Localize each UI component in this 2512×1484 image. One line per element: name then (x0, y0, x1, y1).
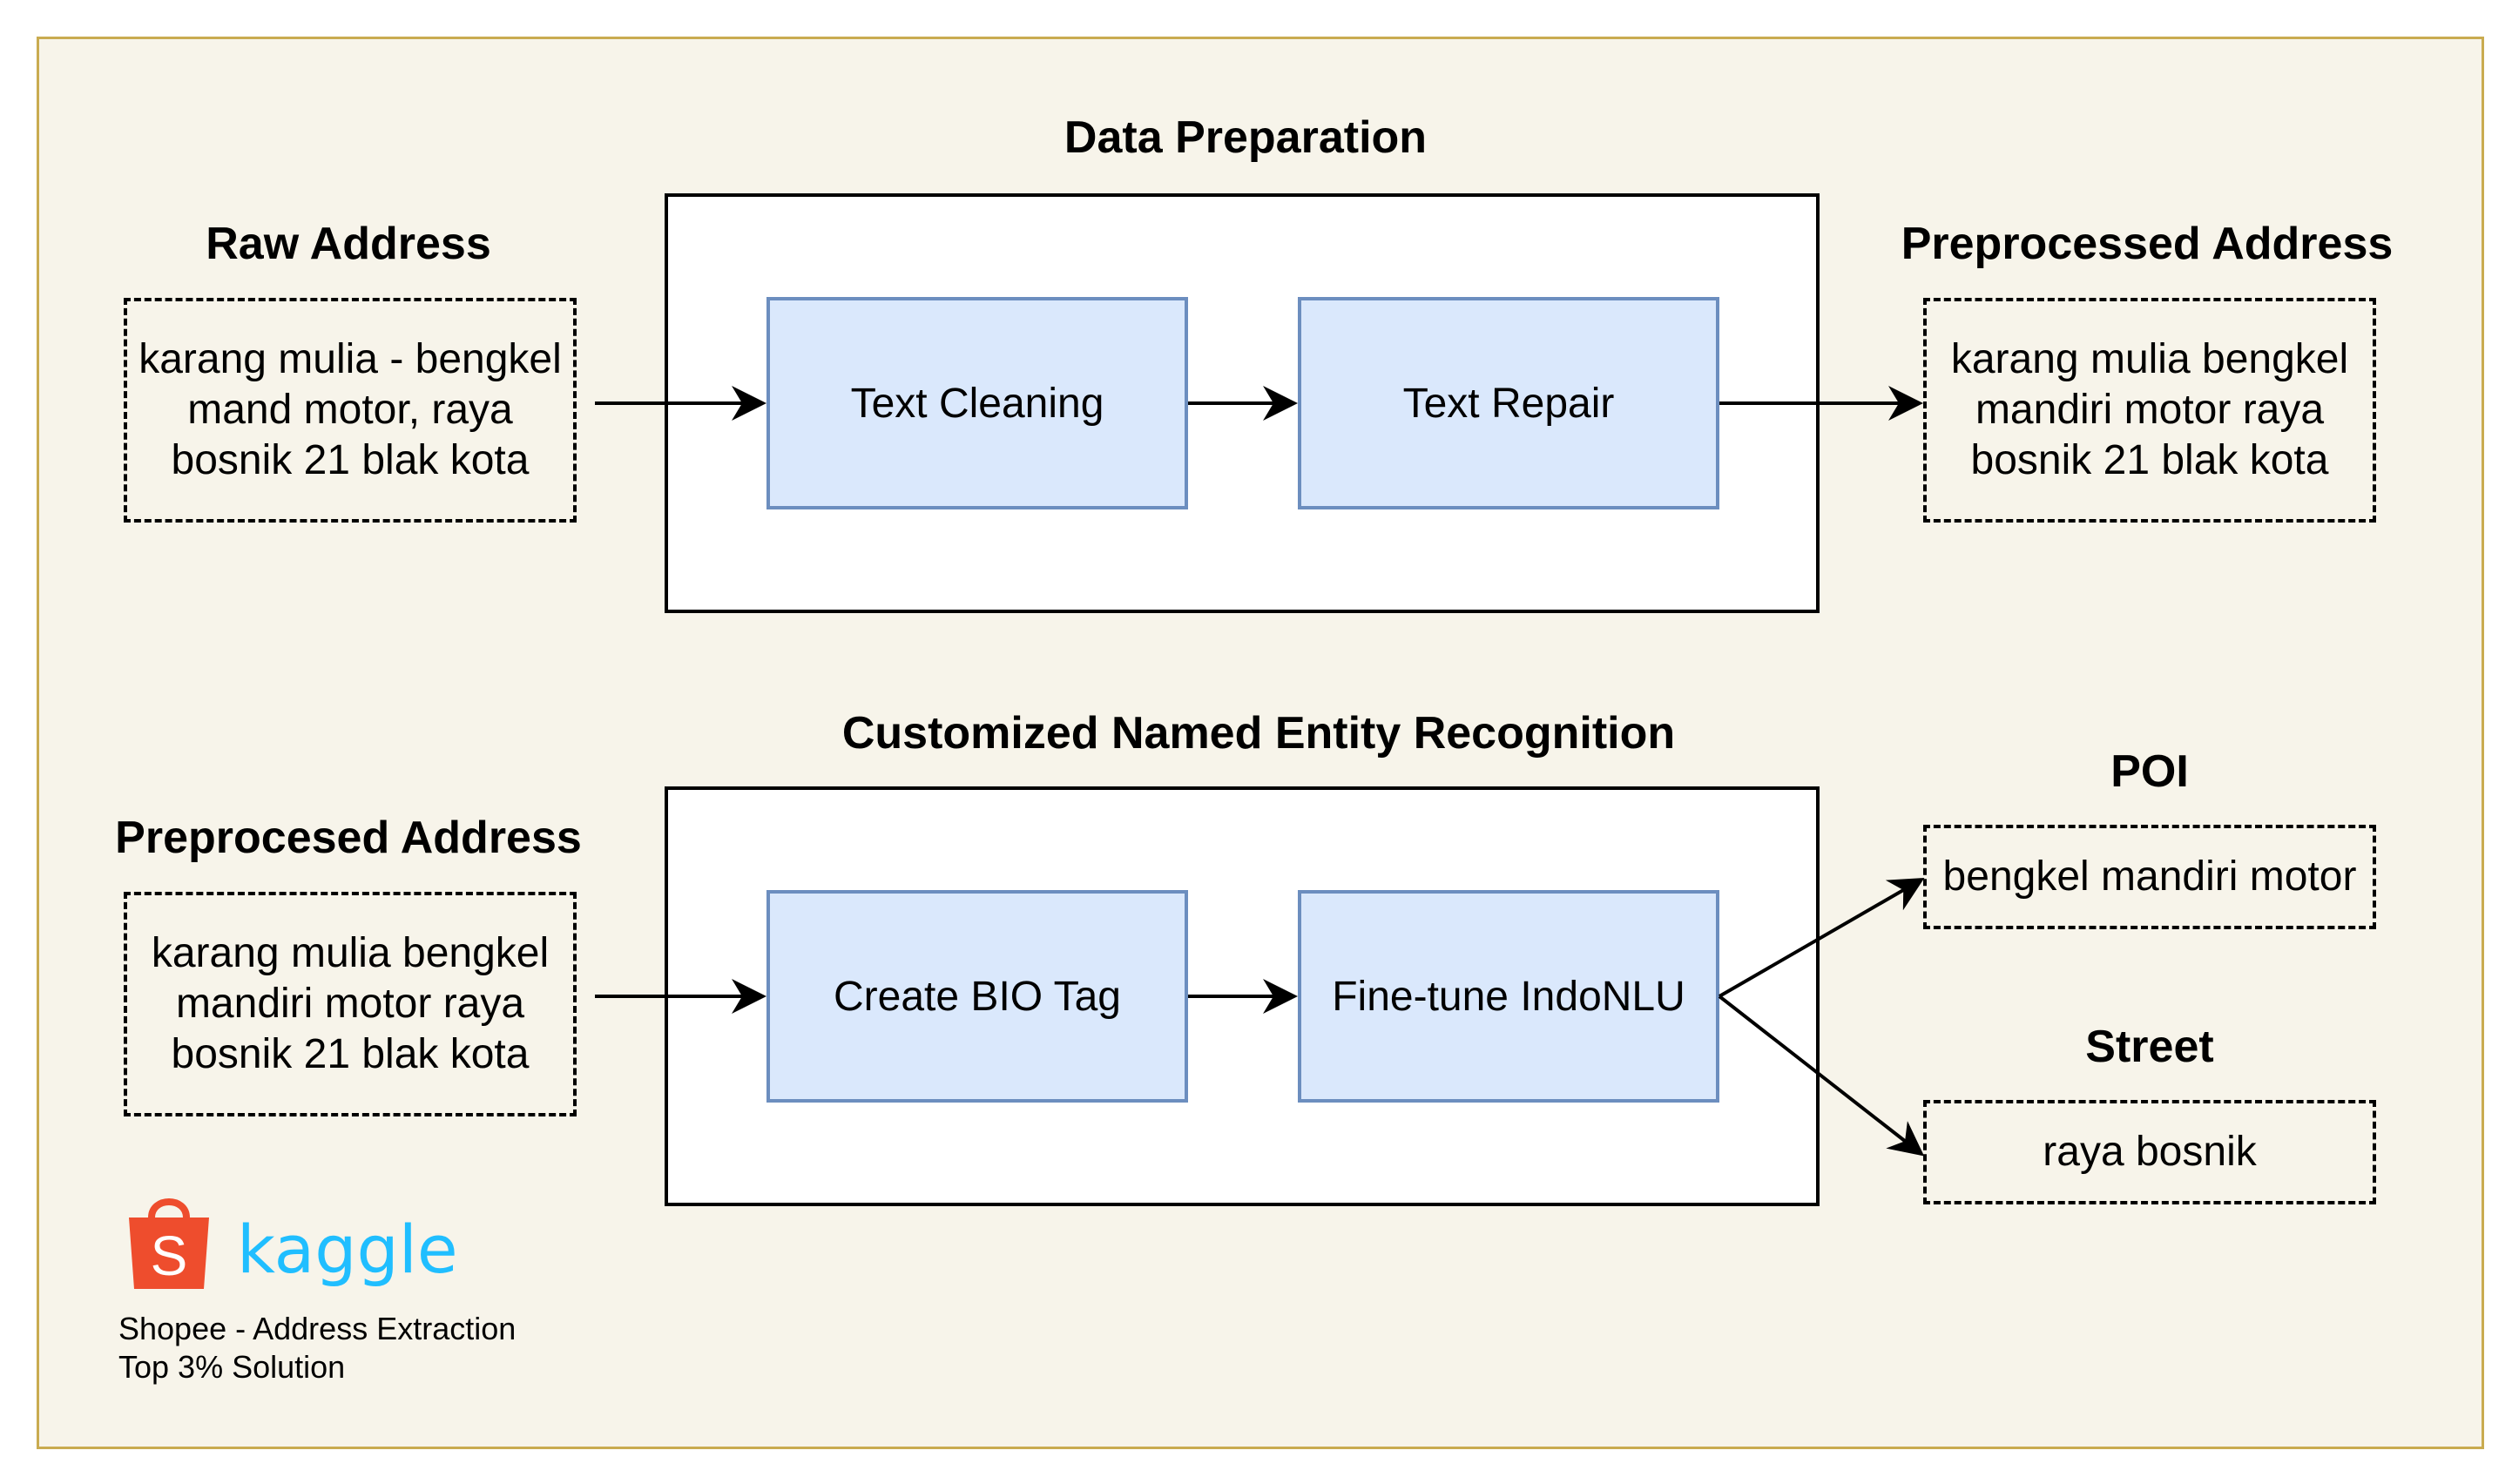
preprocesed-address-title: Preprocesed Address (115, 813, 582, 863)
text-repair-step: Text Repair (1298, 297, 1719, 509)
preprocessed-address-title: Preprocessed Address (1901, 219, 2394, 269)
caption-line-1: Shopee - Address Extraction (118, 1311, 517, 1346)
kaggle-logo: kaggle (237, 1211, 458, 1288)
arrow-finetune-to-poi (1718, 877, 1925, 998)
raw-address-title: Raw Address (206, 219, 491, 269)
poi-title: POI (2110, 746, 2189, 797)
raw-address-box: karang mulia - bengkel mand motor, raya … (124, 298, 577, 523)
svg-text:S: S (151, 1224, 188, 1287)
street-title: Street (2085, 1022, 2214, 1072)
fine-tune-indonlu-step: Fine-tune IndoNLU (1298, 890, 1719, 1103)
create-bio-tag-step: Create BIO Tag (766, 890, 1188, 1103)
text-cleaning-step: Text Cleaning (766, 297, 1188, 509)
arrow-finetune-to-street (1718, 995, 1925, 1157)
ner-title: Customized Named Entity Recognition (841, 708, 1676, 759)
preprocessed-address-box: karang mulia bengkel mandiri motor raya … (1923, 298, 2376, 523)
preprocesed-address-box: karang mulia bengkel mandiri motor raya … (124, 892, 577, 1116)
shopee-bag-icon: S (129, 1198, 209, 1289)
street-box: raya bosnik (1923, 1100, 2376, 1204)
caption-line-2: Top 3% Solution (118, 1349, 346, 1385)
data-preparation-title: Data Preparation (1064, 112, 1428, 163)
poi-box: bengkel mandiri motor (1923, 825, 2376, 929)
